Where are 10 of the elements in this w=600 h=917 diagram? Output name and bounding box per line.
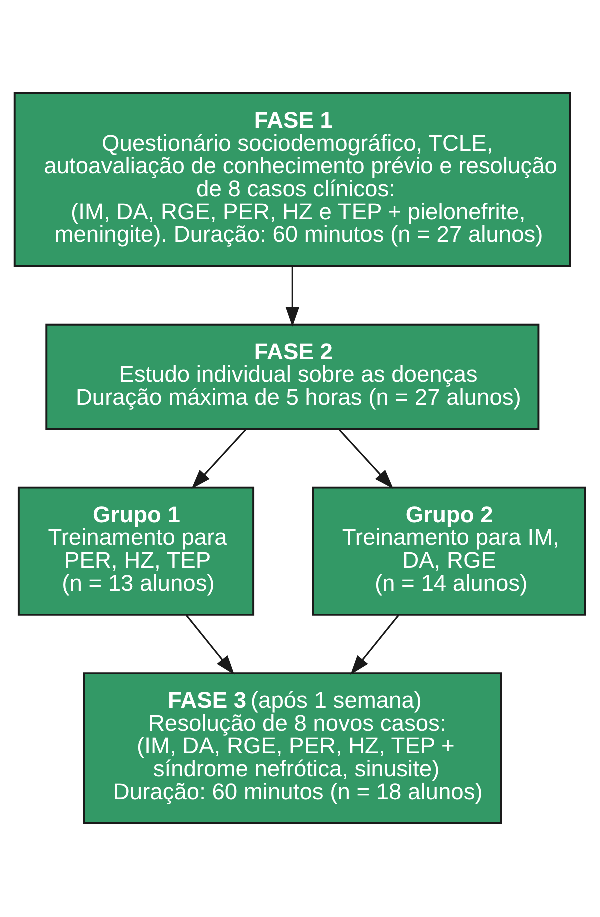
node-box: FASE 2 Estudo individual sobre as doenças Duração máxima de 5 horas (n = 27 alunos) (46, 324, 540, 430)
node-box: FASE 3 (após 1 semana) Resolução de 8 novos casos: (IM, DA, RGE, PER, HZ, TEP + síndrome nefrótica, sinusite) Duração: 60 minutos (n = 18 alunos) (83, 672, 502, 824)
arrow (350, 614, 400, 676)
arrow (286, 266, 300, 327)
arrow (186, 614, 235, 676)
arrow (338, 428, 394, 490)
node-box: Grupo 2 Treinamento para IM, DA, RGE (n = 14 alunos) (312, 486, 586, 616)
arrow (192, 428, 247, 490)
node-box: Grupo 1 Treinamento para PER, HZ, TEP (n = 13 alunos) (18, 486, 255, 616)
node-box: FASE 1 Questionário sociodemográfico, TCLE, autoavaliação de conhecimento prévio e resolução de 8 casos clínicos: (IM, DA, RGE, PER, HZ e TEP + pielonefrite, meningite). Duração: 60 minutos (n = 27 alunos) (14, 92, 572, 268)
